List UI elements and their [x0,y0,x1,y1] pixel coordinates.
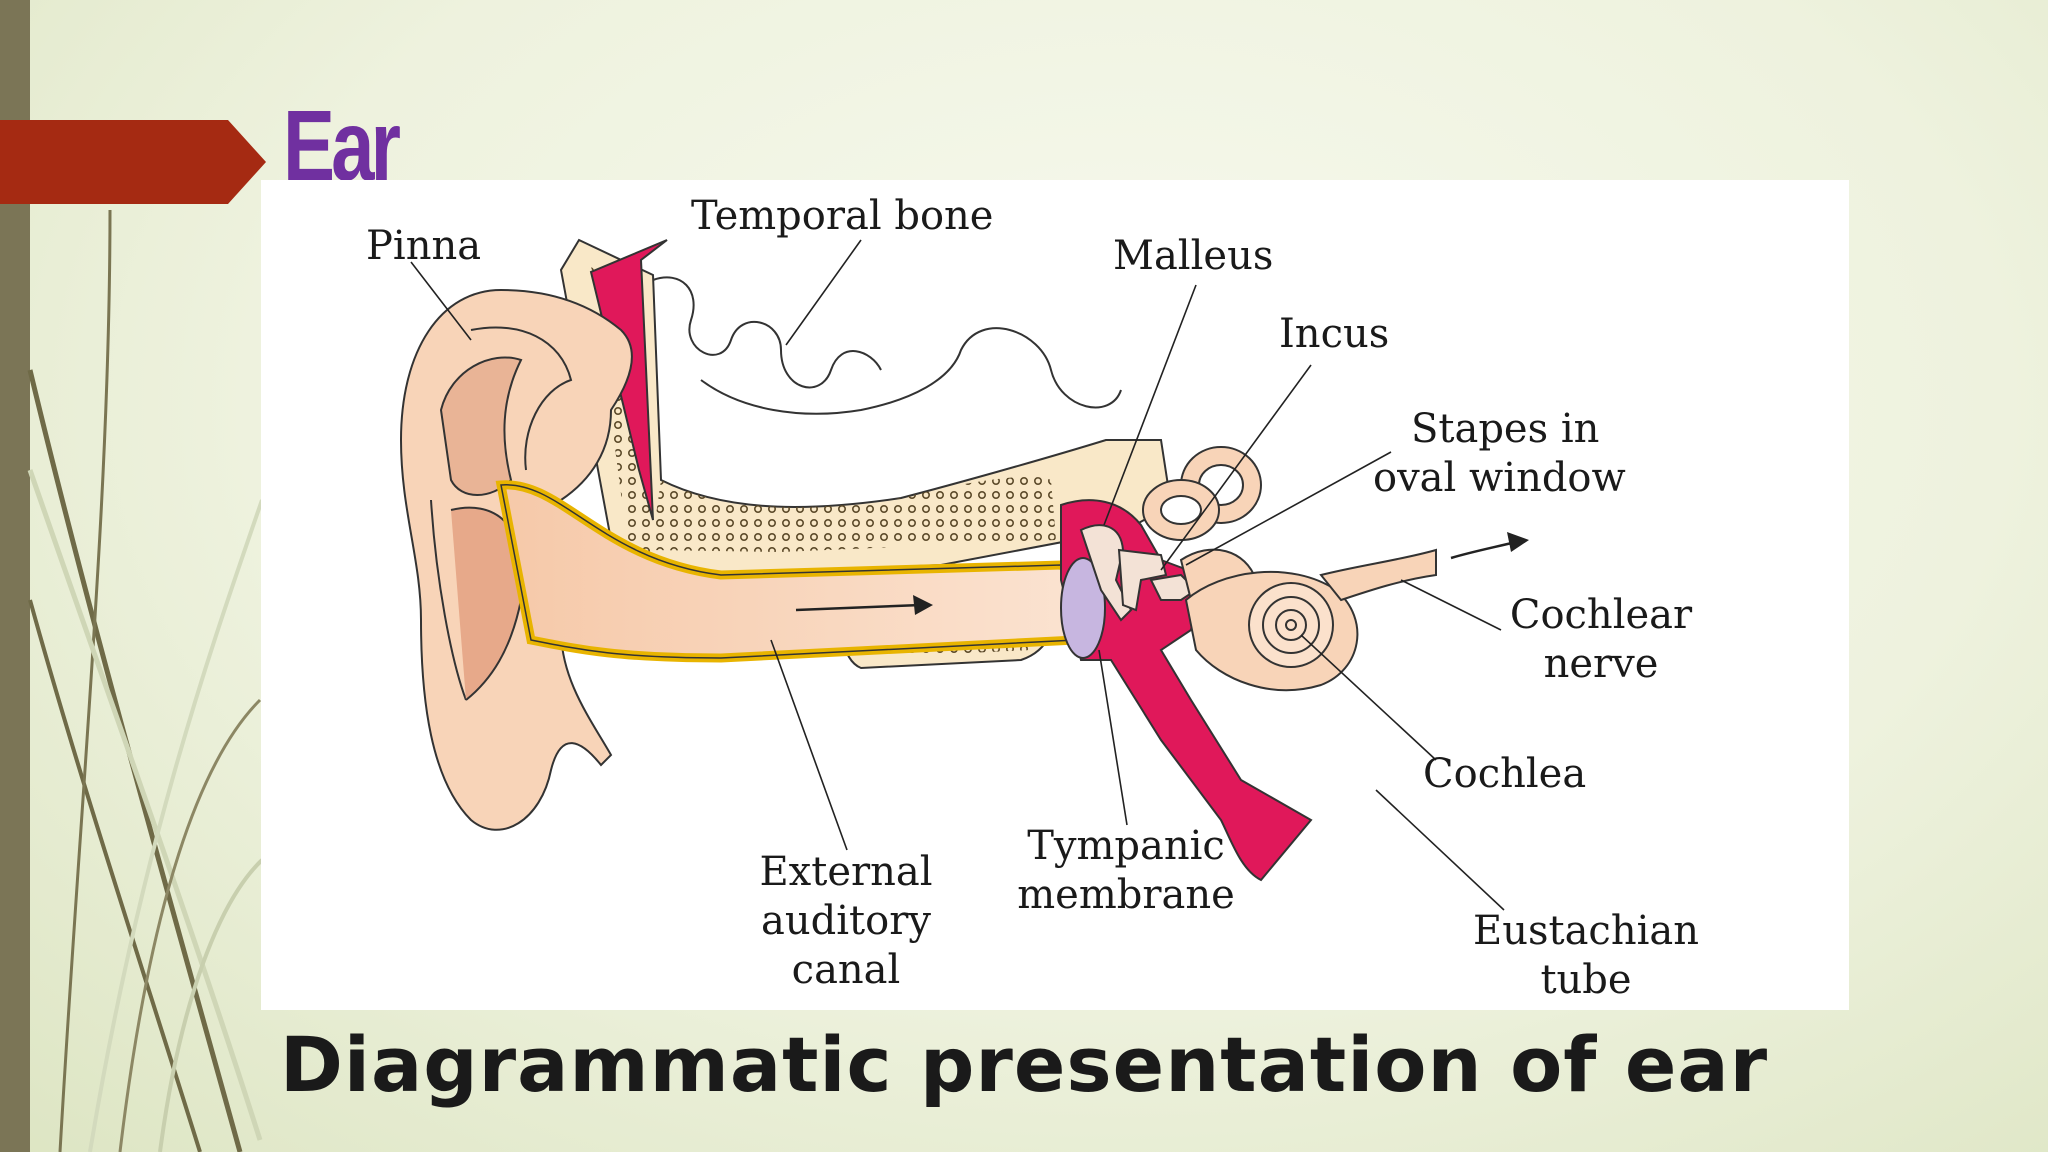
label-tympanic-line-2: membrane [1017,872,1235,918]
ossicles-shape [1079,524,1198,622]
label-eustachian-line-2: tube [1540,957,1632,1003]
nerve-signal-arrow [1450,532,1529,560]
label-stapes-line-2: oval window [1373,455,1626,501]
slide-caption: Diagrammatic presentation of ear [279,1020,1769,1109]
label-external-line-3: canal [791,947,901,993]
label-stapes-line-1: Stapes in [1411,406,1600,452]
cochlear-nerve-shape [1319,548,1437,602]
label-cochlear-nerve-line-2: nerve [1543,641,1659,687]
label-pinna: Pinna [366,223,482,269]
ear-diagram-panel: Pinna Temporal bone Malleus Incus Stapes… [261,180,1849,1010]
decorative-grass-lines [27,209,264,1152]
slide-title: Ear [283,90,401,202]
label-cochlea: Cochlea [1423,751,1587,797]
tympanic-membrane-shape [1060,557,1106,659]
ear-anatomy-illustration [399,238,1529,911]
label-tympanic-line-1: Tympanic [1027,823,1225,869]
title-tab-arrow [0,120,266,204]
label-cochlear-nerve-line-1: Cochlear [1509,592,1693,638]
sound-direction-arrow [795,595,933,615]
label-external-line-2: auditory [761,898,931,944]
label-incus: Incus [1279,311,1390,357]
label-leader-lines [410,239,1505,911]
label-external-line-1: External [759,849,933,895]
label-malleus: Malleus [1113,233,1274,279]
label-eustachian-line-1: Eustachian [1473,908,1699,954]
skull-red-strip [589,239,668,521]
label-temporal-bone: Temporal bone [691,193,994,239]
